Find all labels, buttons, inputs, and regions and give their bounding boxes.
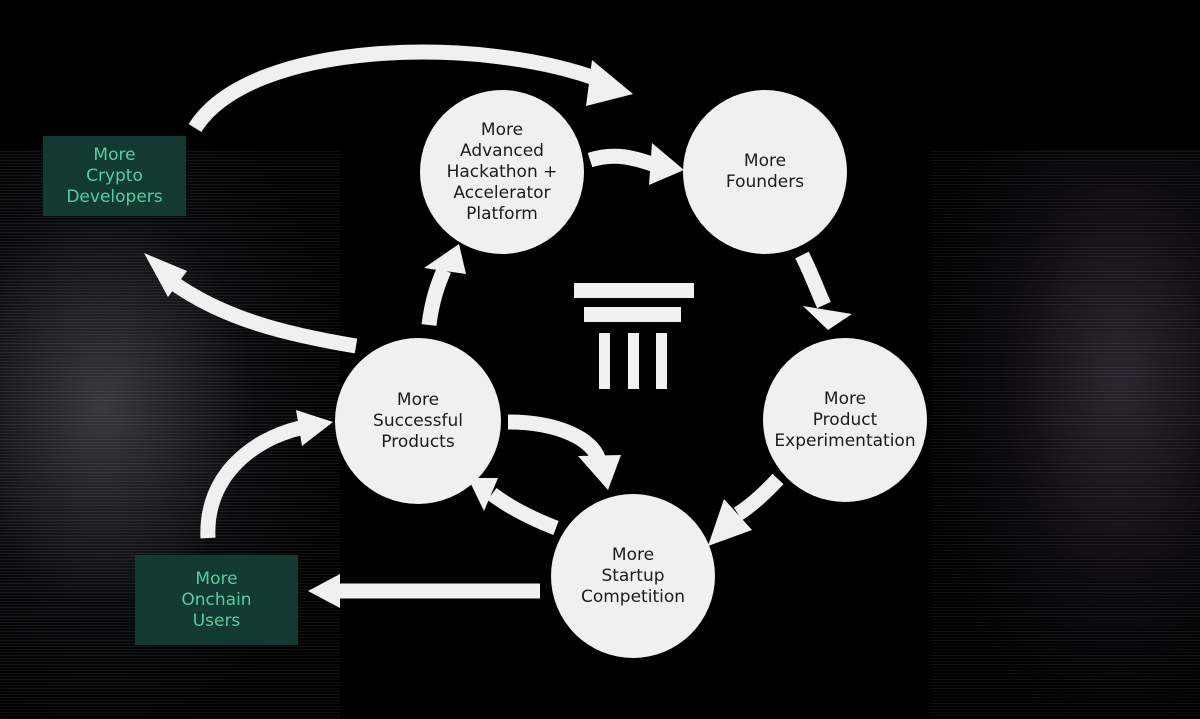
arrow-successful-to-competition: [507, 414, 606, 462]
arrow-developers-to-founders: [188, 44, 603, 133]
arrowhead-successful-to-hackathon: [424, 244, 466, 274]
node-startup-competition: More Startup Competition: [551, 494, 715, 658]
node-hackathon-platform: More Advanced Hackathon + Accelerator Pl…: [420, 90, 584, 254]
arrowhead-competition-to-successful: [468, 478, 498, 511]
arrowhead-successful-to-developers: [144, 253, 187, 297]
arrowhead-developers-to-founders: [586, 60, 633, 106]
arrowhead-successful-to-competition: [578, 455, 621, 490]
node-product-experimentation: More Product Experimentation: [763, 338, 927, 502]
node-founders: More Founders: [683, 90, 847, 254]
arrow-competition-to-successful: [487, 487, 559, 535]
arrow-users-to-successful: [200, 420, 302, 539]
node-successful-products: More Successful Products: [335, 338, 501, 504]
arrow-successful-to-hackathon: [421, 267, 451, 326]
arrowhead-founders-to-experimentation: [803, 306, 852, 330]
box-onchain-users: More Onchain Users: [135, 555, 298, 645]
arrow-successful-to-developers: [167, 275, 358, 354]
arrow-founders-to-experimentation: [795, 251, 831, 309]
arrowhead-experimentation-to-competition: [708, 499, 752, 546]
box-crypto-developers: More Crypto Developers: [43, 136, 186, 216]
arrow-hackathon-to-founders: [587, 148, 658, 173]
column-pillar-icon: [574, 283, 694, 389]
arrowhead-users-to-successful: [296, 410, 333, 446]
arrow-experimentation-to-competition: [733, 473, 784, 521]
arrowhead-competition-to-users: [308, 574, 340, 608]
arrowhead-hackathon-to-founders: [649, 143, 684, 185]
